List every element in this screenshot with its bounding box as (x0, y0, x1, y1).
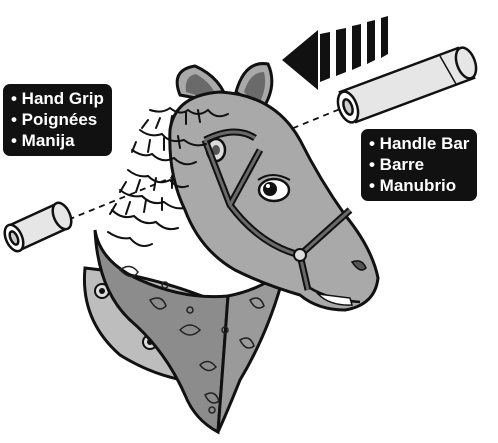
bridle-ring (294, 249, 306, 261)
handle-bar-label-fr: • Barre (369, 154, 469, 175)
hand-grip-tube-icon (1, 200, 75, 254)
hand-grip-label-fr: • Poignées (11, 109, 104, 130)
handle-bar-label: • Handle Bar • Barre • Manubrio (361, 129, 477, 201)
hand-grip-label-es: • Manija (11, 130, 104, 151)
hand-grip-label: • Hand Grip • Poignées • Manija (3, 84, 112, 156)
handle-bar-label-es: • Manubrio (369, 175, 469, 196)
handle-bar-label-en: • Handle Bar (369, 133, 469, 154)
hand-grip-label-en: • Hand Grip (11, 88, 104, 109)
